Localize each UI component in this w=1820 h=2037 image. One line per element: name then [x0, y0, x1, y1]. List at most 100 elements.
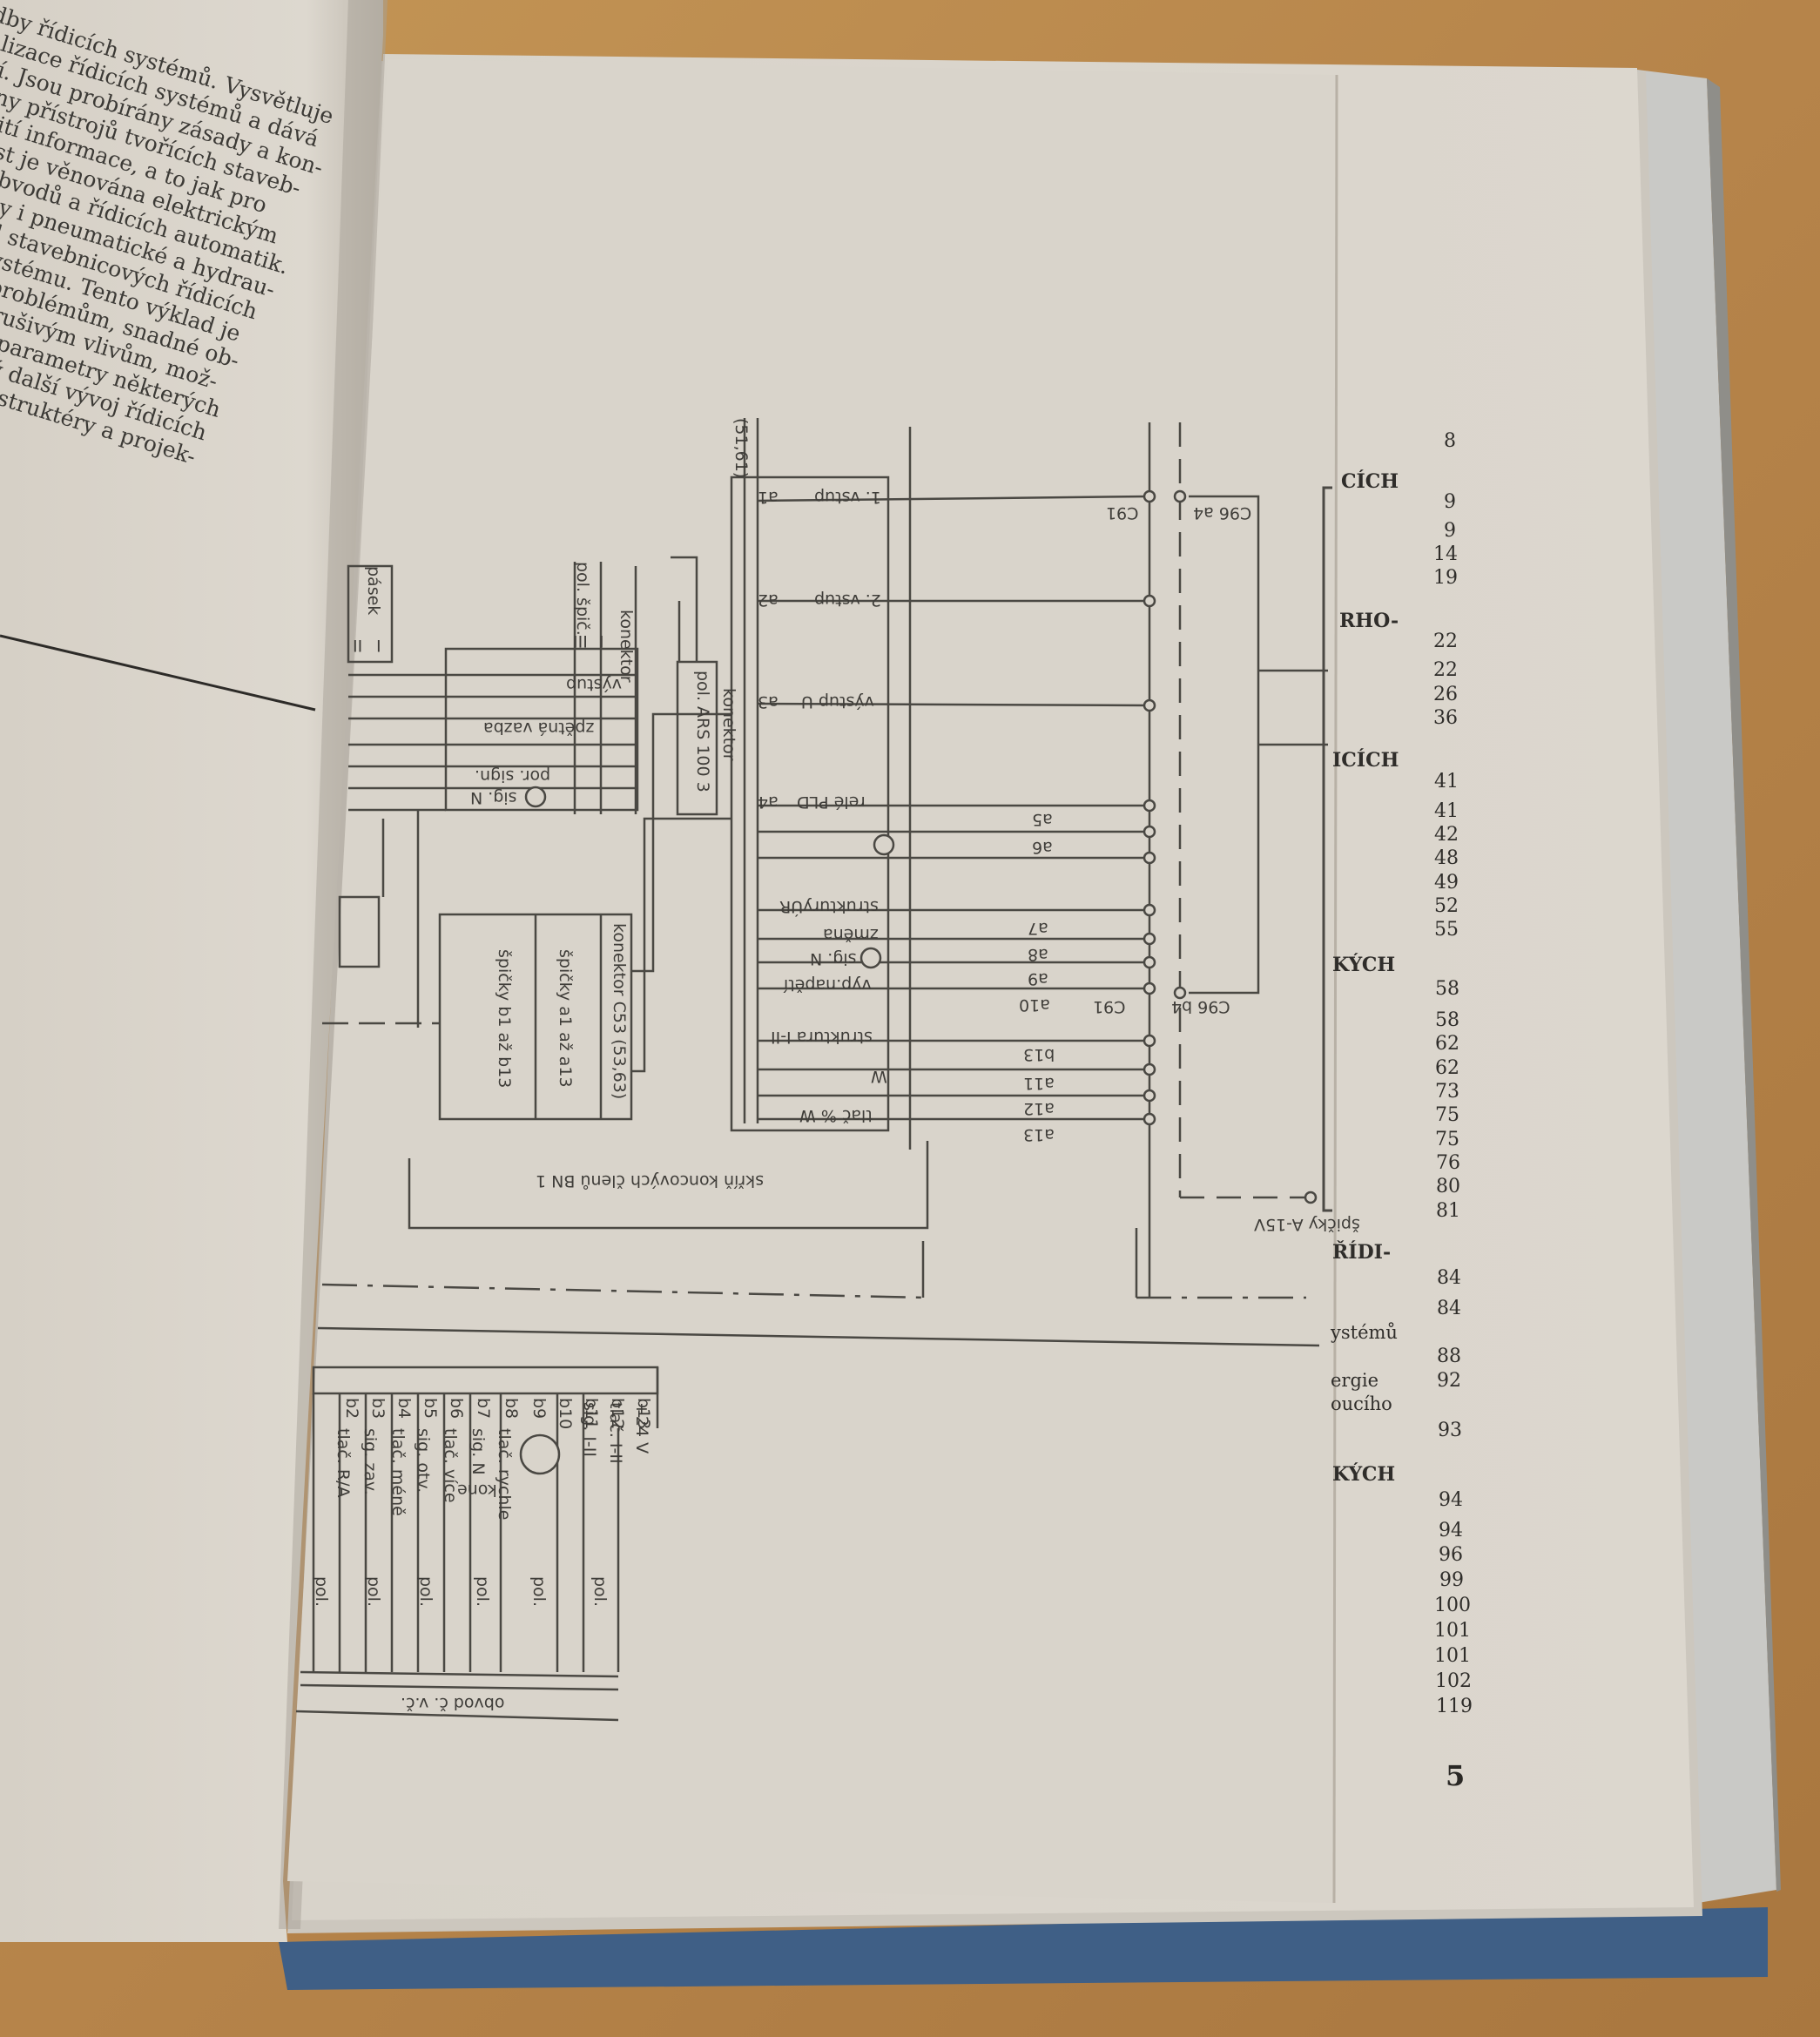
toc-heading: KÝCH [1332, 954, 1396, 976]
toc-page-number: 94 [1439, 1489, 1463, 1511]
roman-label: I [376, 636, 381, 655]
bottom-label: tlač. méně [388, 1428, 408, 1516]
konektor-label: konektor [719, 688, 738, 761]
input-label: výstup U [801, 692, 874, 712]
roman-label: I [599, 631, 604, 651]
pol-label: pol. [473, 1576, 492, 1608]
page-number: 5 [1446, 1759, 1466, 1792]
b-pin-label: b5 [421, 1398, 440, 1420]
pin-label: a10 [1019, 995, 1050, 1015]
input-label: 2. vstup [814, 590, 881, 610]
bottom-label: tlač. R/A [334, 1428, 353, 1498]
pin-label: a8 [1028, 945, 1048, 964]
toc-heading: ŘÍDI- [1332, 1241, 1392, 1264]
toc-page-number: 9 [1444, 491, 1456, 513]
skrin-label: skříň koncových členů BN 1 [536, 1171, 765, 1190]
input-label: W [871, 1067, 887, 1086]
b-pin-label: b13 [634, 1398, 653, 1430]
toc-page-number: 8 [1444, 430, 1456, 452]
pin-label: a13 [1023, 1125, 1055, 1144]
toc-page-number: 62 [1435, 1033, 1459, 1055]
input-label: relé PLD [797, 793, 866, 812]
b-pin-label: b10 [556, 1398, 575, 1430]
toc-page-number: 76 [1436, 1152, 1460, 1174]
toc-fragment: ergie [1331, 1370, 1379, 1391]
toc-page-number: 96 [1439, 1544, 1463, 1566]
toc-page-number: 94 [1439, 1520, 1463, 1541]
obvod-label: obvod č. v.č. [401, 1694, 505, 1713]
roman-label: III [573, 631, 588, 651]
pol-label: pol. [590, 1576, 610, 1608]
b-pin-label: b11 [582, 1398, 601, 1430]
toc-page-number: 41 [1434, 800, 1459, 822]
toc-fragment: oucího [1331, 1393, 1392, 1414]
spicky-b-label: špičky b1 až b13 [495, 949, 514, 1089]
toc-page-number: 80 [1436, 1176, 1460, 1197]
spicky-label: špičky A-15V [1254, 1215, 1360, 1234]
pin-label: a3 [758, 692, 779, 712]
toc-page-number: 101 [1434, 1620, 1471, 1642]
toc-page-number: 58 [1435, 978, 1459, 1000]
b-pin-label: b2 [342, 1398, 361, 1420]
toc-page-number: 62 [1435, 1057, 1459, 1079]
toc-page-number: 119 [1436, 1696, 1473, 1717]
toc-page-number: 58 [1435, 1009, 1459, 1031]
pin-label: a5 [1032, 810, 1053, 829]
toc-heading: ICÍCH [1332, 749, 1399, 772]
input-label: sig. N [810, 949, 857, 968]
toc-page-number: 75 [1435, 1104, 1459, 1126]
toc-page-number: 9 [1444, 520, 1456, 542]
b-pin-label: b12 [608, 1398, 627, 1430]
left-box-label: zpětná vazba [483, 718, 595, 738]
pin-label: a11 [1023, 1074, 1055, 1093]
pasek-label: pásek [364, 566, 383, 616]
left-box-label: por. sign. [475, 766, 551, 786]
bottom-label: sig. otv. [414, 1428, 433, 1494]
pol-label: pol. [364, 1576, 383, 1608]
bottom-label: tlač. rychle [495, 1428, 514, 1521]
b-pin-label: b9 [529, 1398, 549, 1420]
konektor-label: konektor [617, 610, 636, 683]
toc-page-number: 41 [1434, 771, 1459, 793]
toc-page-number: 52 [1434, 895, 1459, 917]
toc-page-number: 22 [1433, 659, 1458, 681]
kone-label: kone [457, 1481, 497, 1500]
toc-page-number: 49 [1434, 872, 1459, 894]
toc-page-number: 100 [1434, 1595, 1471, 1616]
toc-page-number: 14 [1433, 543, 1458, 565]
c96-top-label: C96 a4 [1193, 503, 1252, 523]
toc-page-number: 48 [1434, 847, 1459, 869]
pin-label: a4 [758, 793, 779, 812]
pin-label: a6 [1032, 838, 1053, 857]
toc-page-number: 81 [1436, 1200, 1460, 1222]
pol-label: pol. [416, 1576, 435, 1608]
toc-page-number: 84 [1437, 1298, 1461, 1319]
toc-page-number: 88 [1437, 1346, 1461, 1367]
pin-label: a12 [1023, 1099, 1055, 1118]
c91-label: C91 [1093, 997, 1126, 1016]
pin-label: a2 [758, 590, 779, 610]
toc-page-number: 93 [1438, 1420, 1462, 1441]
b-pin-label: b7 [474, 1398, 493, 1420]
toc-page-number: 92 [1437, 1370, 1461, 1392]
input-label: 1. vstup [814, 488, 881, 507]
b-pin-label: b8 [502, 1398, 521, 1420]
b-pin-label: b6 [447, 1398, 466, 1420]
pol-spic-label: pol. špič. [573, 562, 592, 636]
pin-label: a1 [758, 488, 779, 507]
roman-label: II [353, 636, 363, 655]
b-pin-label: b4 [394, 1398, 414, 1420]
toc-heading: CÍCH [1341, 470, 1399, 493]
toc-page-number: 55 [1434, 919, 1459, 941]
toc-page-number: 102 [1435, 1670, 1472, 1692]
input-label: změna [823, 925, 879, 944]
bottom-label: sig. N [468, 1428, 488, 1475]
toc-heading: RHO- [1339, 610, 1399, 632]
toc-page-number: 101 [1434, 1645, 1471, 1667]
toc-heading: KÝCH [1332, 1463, 1396, 1486]
toc-page-number: 99 [1439, 1569, 1464, 1591]
konektor-c53-label: konektor C53 (53,63) [610, 923, 629, 1100]
toc-fragment: ystémů [1331, 1322, 1398, 1343]
connector-top-label: (51,61) [731, 418, 751, 479]
